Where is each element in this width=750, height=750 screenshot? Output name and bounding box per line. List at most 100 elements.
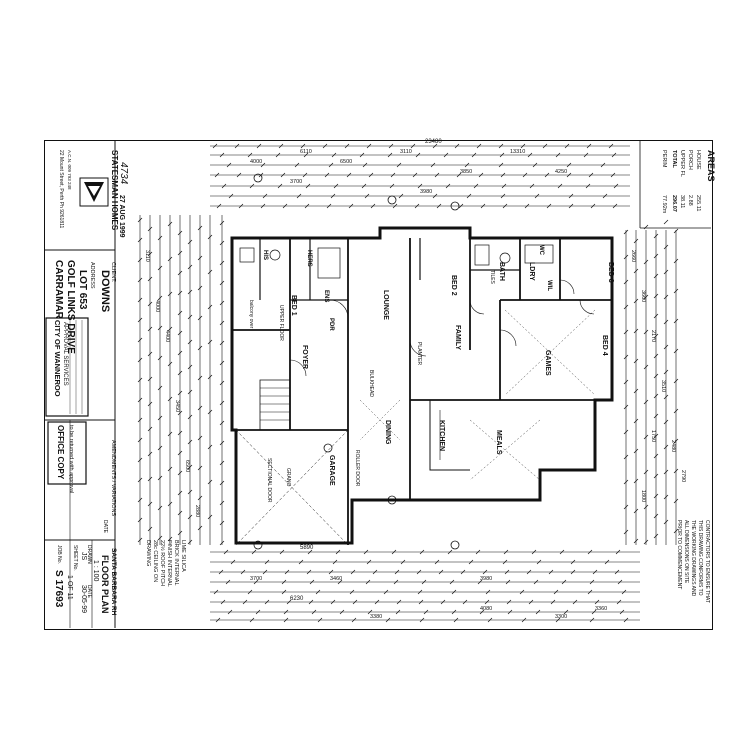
amendments-label: AMENDMENTS / VARIATIONS — [110, 440, 116, 517]
dimension-tick — [449, 579, 455, 585]
dim-label: 5890 — [300, 545, 314, 551]
dimension-tick — [349, 589, 355, 595]
dimension-tick — [653, 273, 659, 279]
dimension-tick — [187, 514, 193, 520]
suburb-name: CARRAMAR — [53, 260, 64, 320]
dimension-tick — [137, 377, 143, 383]
dimension-ticks — [137, 143, 679, 623]
dimension-tick — [197, 315, 203, 321]
dimension-tick — [501, 183, 507, 189]
dimension-tick — [147, 351, 153, 357]
dimension-tick — [300, 143, 306, 149]
dimension-tick — [524, 203, 530, 209]
dimension-tick — [663, 419, 669, 425]
dimension-tick — [586, 143, 592, 149]
dimension-tick — [653, 253, 659, 259]
dimension-tick — [633, 328, 639, 334]
dimension-tick — [673, 228, 679, 234]
dimension-tick — [498, 143, 504, 149]
dim-label: 2880 — [194, 505, 200, 517]
room-bed-2: BED 2 — [450, 275, 457, 296]
dimension-tick — [249, 183, 255, 189]
dimension-tick — [568, 203, 574, 209]
dimension-tick — [197, 465, 203, 471]
dimension-tick — [370, 203, 376, 209]
dimension-tick — [207, 234, 213, 240]
dimension-tick — [333, 183, 339, 189]
dimension-tick — [643, 469, 649, 475]
dimension-tick — [262, 569, 268, 575]
dim-label: 2170 — [650, 330, 656, 342]
dimension-tick — [464, 162, 470, 168]
dimension-tick — [280, 172, 286, 178]
dim-label: 2660 — [630, 250, 636, 262]
dimension-tick — [559, 549, 565, 555]
dimension-tick — [485, 589, 491, 595]
dimension-tick — [673, 288, 679, 294]
dimension-tick — [137, 437, 143, 443]
drawn-label: DRAWN — [86, 545, 92, 564]
dimension-tick — [673, 468, 679, 474]
dimension-tick — [298, 559, 304, 565]
dimension-tick — [157, 385, 163, 391]
dimension-tick — [416, 569, 422, 575]
dimension-tick — [471, 152, 477, 158]
dimension-tick — [555, 617, 561, 623]
dimension-tick — [264, 599, 270, 605]
room-games: GAMES — [544, 350, 551, 376]
dimension-tick — [643, 294, 649, 300]
dimension-tick — [653, 513, 659, 519]
dimension-tick — [673, 348, 679, 354]
office-copy-text: OFFICE COPY — [56, 425, 65, 480]
dimension-tick — [614, 569, 620, 575]
dimension-tick — [216, 203, 222, 209]
dimension-tick — [633, 508, 639, 514]
room-dining: DINING — [384, 420, 391, 445]
dimension-tick — [219, 500, 225, 506]
dimension-tick — [363, 549, 369, 555]
dimension-tick — [484, 599, 490, 605]
dimension-tick — [673, 438, 679, 444]
dimension-tick — [653, 393, 659, 399]
spec-line: 22½ ROOF PITCH — [159, 540, 166, 586]
dimension-tick — [197, 345, 203, 351]
room-garage: GARAGE — [328, 455, 335, 486]
dimension-tick — [475, 549, 481, 555]
dimension-tick — [653, 533, 659, 539]
dimension-tick — [187, 539, 193, 545]
dimension-tick — [240, 569, 246, 575]
dimension-tick — [307, 549, 313, 555]
dimension-tick — [533, 579, 539, 585]
dimension-tick — [177, 450, 183, 456]
dimension-tick — [633, 478, 639, 484]
dimension-tick — [383, 589, 389, 595]
dimension-tick — [563, 609, 569, 615]
dimension-tick — [187, 464, 193, 470]
dimension-tick — [673, 498, 679, 504]
dimension-tick — [157, 235, 163, 241]
dimension-tick — [137, 417, 143, 423]
room-bed-3: BED 3 — [607, 262, 614, 283]
dimension-tick — [480, 203, 486, 209]
dimension-tick — [260, 203, 266, 209]
dimension-tick — [359, 152, 365, 158]
dimension-tick — [417, 183, 423, 189]
dimension-tick — [256, 143, 262, 149]
dimension-tick — [197, 375, 203, 381]
dim-label: 4000 — [154, 300, 160, 312]
dim-label: 1750 — [650, 430, 656, 442]
dimension-tick — [430, 162, 436, 168]
note-sectional-door: SECTIONAL DOOR — [266, 458, 272, 503]
dimension-tick — [633, 238, 639, 244]
dimension-tick — [633, 298, 639, 304]
dim-label: 3110 — [400, 149, 412, 155]
dimension-tick — [462, 599, 468, 605]
dimension-tick — [230, 559, 236, 565]
dimension-tick — [315, 589, 321, 595]
dimension-tick — [137, 537, 143, 543]
dimension-tick — [505, 579, 511, 585]
dimension-tick — [663, 219, 669, 225]
dimension-tick — [187, 264, 193, 270]
dimension-tick — [400, 559, 406, 565]
dimension-tick — [415, 152, 421, 158]
